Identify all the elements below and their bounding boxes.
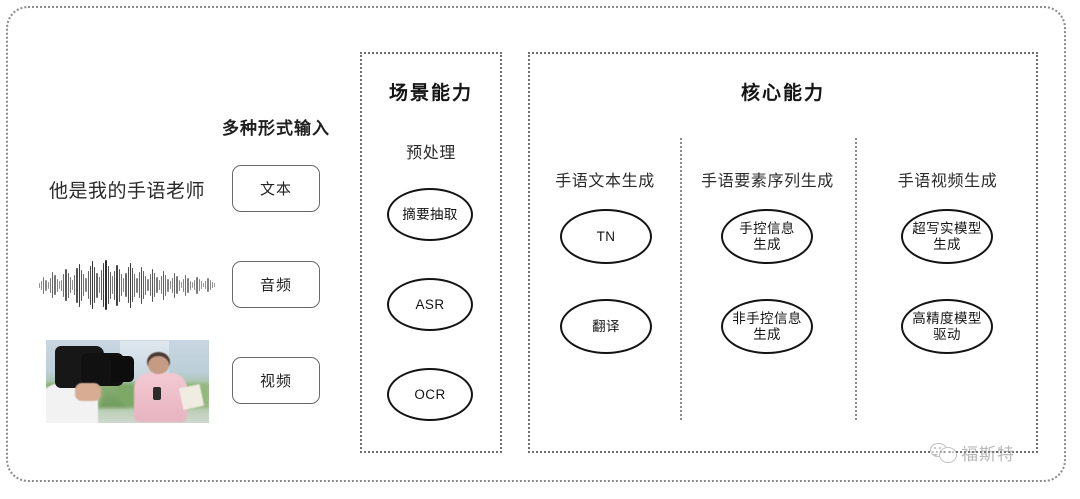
wechat-icon <box>930 442 957 463</box>
modality-row-text: 他是我的手语老师 文本 <box>34 160 344 218</box>
core-node-manual-feature-generation[interactable]: 手控信息 生成 <box>721 209 813 264</box>
video-sample <box>34 339 220 423</box>
core-column-label-video-generation: 手语视频生成 <box>897 173 998 190</box>
scene-node-ocr[interactable]: OCR <box>387 368 473 421</box>
core-node-nonmanual-feature-generation[interactable]: 非手控信息 生成 <box>721 299 813 354</box>
watermark: 福斯特 <box>930 440 1015 465</box>
video-thumbnail-image <box>45 339 209 423</box>
diagram-outer-frame: 多种形式输入 他是我的手语老师 文本 音频 <box>6 6 1066 482</box>
core-column-divider-1 <box>680 138 682 420</box>
audio-sample <box>34 256 220 314</box>
scene-node-summary-extraction[interactable]: 摘要抽取 <box>387 188 473 241</box>
core-node-highprecision-model-driving[interactable]: 高精度模型 驱动 <box>901 299 993 354</box>
audio-waveform-icon <box>38 259 216 311</box>
scene-node-asr[interactable]: ASR <box>387 278 473 331</box>
text-sample: 他是我的手语老师 <box>34 160 220 218</box>
modality-row-video: 视频 <box>34 339 344 423</box>
scene-panel-title: 场景能力 <box>388 83 473 104</box>
core-node-tn[interactable]: TN <box>560 209 652 264</box>
core-column-label-text-generation: 手语文本生成 <box>555 173 655 190</box>
modality-chip-video[interactable]: 视频 <box>232 357 320 404</box>
modality-chip-text[interactable]: 文本 <box>232 165 320 212</box>
watermark-text: 福斯特 <box>961 445 1015 464</box>
input-section: 多种形式输入 他是我的手语老师 文本 音频 <box>34 38 344 458</box>
sample-sentence-text: 他是我的手语老师 <box>48 180 205 202</box>
input-section-title: 多种形式输入 <box>222 119 330 138</box>
core-panel-title: 核心能力 <box>740 83 825 104</box>
scene-group-label-preprocess: 预处理 <box>406 145 456 162</box>
core-capability-panel: 核心能力 手语文本生成 TN 翻译 手语要素序列生成 手控信息 生成 非手控信息… <box>528 52 1038 453</box>
core-node-translation[interactable]: 翻译 <box>560 299 652 354</box>
modality-chip-audio[interactable]: 音频 <box>232 261 320 308</box>
core-column-divider-2 <box>855 138 857 420</box>
modality-row-audio: 音频 <box>34 256 344 314</box>
core-node-photoreal-model-generation[interactable]: 超写实模型 生成 <box>901 209 993 264</box>
scene-capability-panel: 场景能力 预处理 摘要抽取 ASR OCR <box>360 52 502 453</box>
core-column-label-element-sequence: 手语要素序列生成 <box>701 173 834 190</box>
